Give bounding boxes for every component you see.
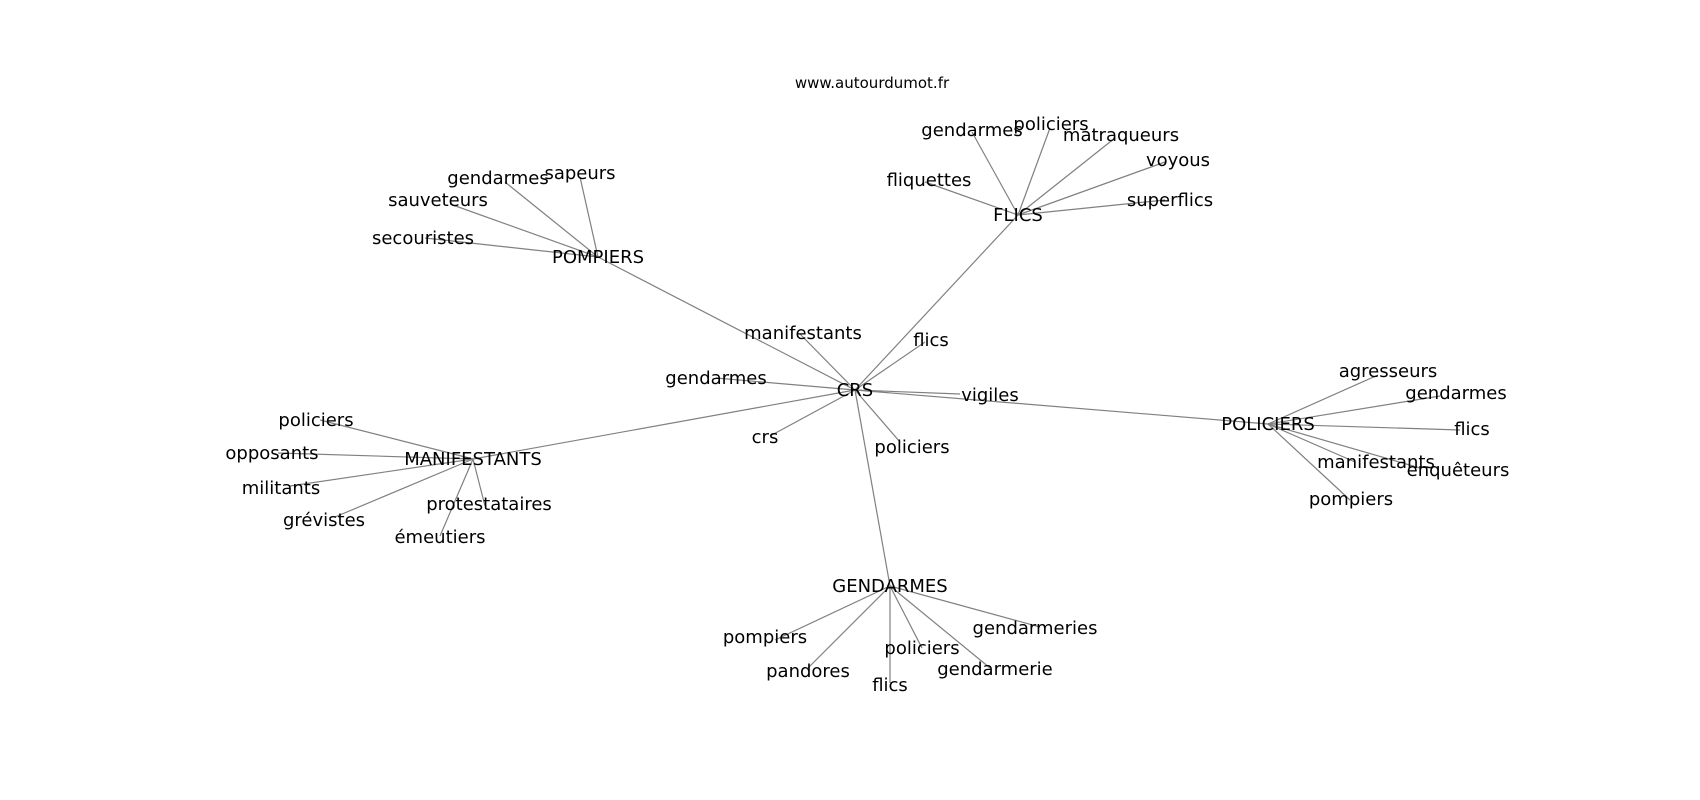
edge-flics-word [1017,137,1116,216]
edge-gendarmes-word [774,585,891,641]
edge-policiers-word [1267,395,1441,425]
hub-node-flics: FLICS [993,205,1043,226]
word-node-gendarmes: pompiers [723,627,807,648]
graph-labels: CRS manifestants flics gendarmes vigiles crs p… [225,114,1509,696]
edge-gendarmes-word [889,585,923,649]
edge-crs-policiers [854,389,1269,425]
edge-gendarmes-word [889,585,991,669]
word-node-manifestants: protestataires [426,494,552,515]
word-node-manifestants: émeutiers [394,527,485,548]
word-node-gendarmes: flics [872,675,908,696]
word-node-pompiers: sauveteurs [388,190,488,211]
edge-crs-c-gendarmes [715,377,856,391]
edge-crs-c-flics [854,341,926,391]
center-word-node: crs [752,427,779,448]
graph-edges [277,127,1461,683]
hub-node-gendarmes: GENDARMES [832,576,947,597]
edge-manifestants-word [334,458,474,518]
word-node-pompiers: sapeurs [544,163,615,184]
word-node-flics: voyous [1146,150,1210,171]
edge-crs-manifestants [472,389,856,460]
word-node-manifestants: grévistes [283,510,365,531]
word-node-gendarmes: pandores [766,661,850,682]
edge-flics-word [971,131,1019,216]
hub-node-manifestants: MANIFESTANTS [404,449,542,470]
edge-crs-c-manifestants [799,333,856,391]
word-node-gendarmes: policiers [884,638,959,659]
edge-pompiers-word [504,181,599,258]
word-node-manifestants: opposants [225,443,318,464]
edge-pompiers-word [449,203,599,258]
word-node-flics: superflics [1127,190,1213,211]
edge-policiers-word [1267,423,1356,463]
edge-manifestants-word [319,419,474,460]
center-word-node: flics [913,330,949,351]
center-word-node: policiers [874,437,949,458]
edge-policiers-word [1267,374,1379,425]
edge-crs-flics [854,214,1019,391]
word-node-pompiers: secouristes [372,228,474,249]
word-node-flics: fliquettes [887,170,972,191]
word-node-pompiers: gendarmes [447,168,548,189]
edge-crs-c-crs [769,389,856,437]
center-word-node: manifestants [744,323,862,344]
word-node-policiers: agresseurs [1339,361,1438,382]
edge-gendarmes-word [889,585,1041,628]
word-node-manifestants: militants [242,478,320,499]
edge-manifestants-word [439,458,474,537]
edge-flics-word [1017,199,1166,216]
edge-manifestants-word [289,458,474,487]
center-word-node: vigiles [961,385,1019,406]
word-node-gendarmes: gendarmerie [937,659,1053,680]
edge-manifestants-word [277,452,474,460]
edge-policiers-word [1267,423,1351,501]
edge-crs-c-policiers [854,389,901,443]
word-node-gendarmes: gendarmeries [973,618,1098,639]
edge-pompiers-word [424,237,599,258]
word-node-manifestants: policiers [278,410,353,431]
edge-flics-word [1017,127,1051,216]
center-node-crs: CRS [837,380,874,401]
source-url: www.autourdumot.fr [795,74,950,92]
word-node-flics: policiers [1013,114,1088,135]
hub-node-pompiers: POMPIERS [552,247,644,268]
word-node-policiers: enquêteurs [1407,460,1510,481]
word-node-flics: matraqueurs [1063,125,1179,146]
edge-crs-c-vigiles [854,389,961,395]
edge-crs-pompiers [597,256,856,391]
edge-flics-word [924,181,1019,216]
word-node-policiers: manifestants [1317,452,1435,473]
edge-policiers-word [1267,423,1461,431]
hub-node-policiers: POLICIERS [1221,414,1315,435]
center-word-node: gendarmes [665,368,766,389]
edge-manifestants-word [472,458,486,507]
word-node-policiers: flics [1454,419,1490,440]
word-node-policiers: pompiers [1309,489,1393,510]
edge-policiers-word [1267,423,1421,469]
edge-pompiers-word [579,176,599,258]
edge-crs-gendarmes [854,389,891,587]
edge-flics-word [1017,161,1166,216]
word-node-policiers: gendarmes [1405,383,1506,404]
edge-gendarmes-word [807,585,891,669]
word-node-flics: gendarmes [921,120,1022,141]
